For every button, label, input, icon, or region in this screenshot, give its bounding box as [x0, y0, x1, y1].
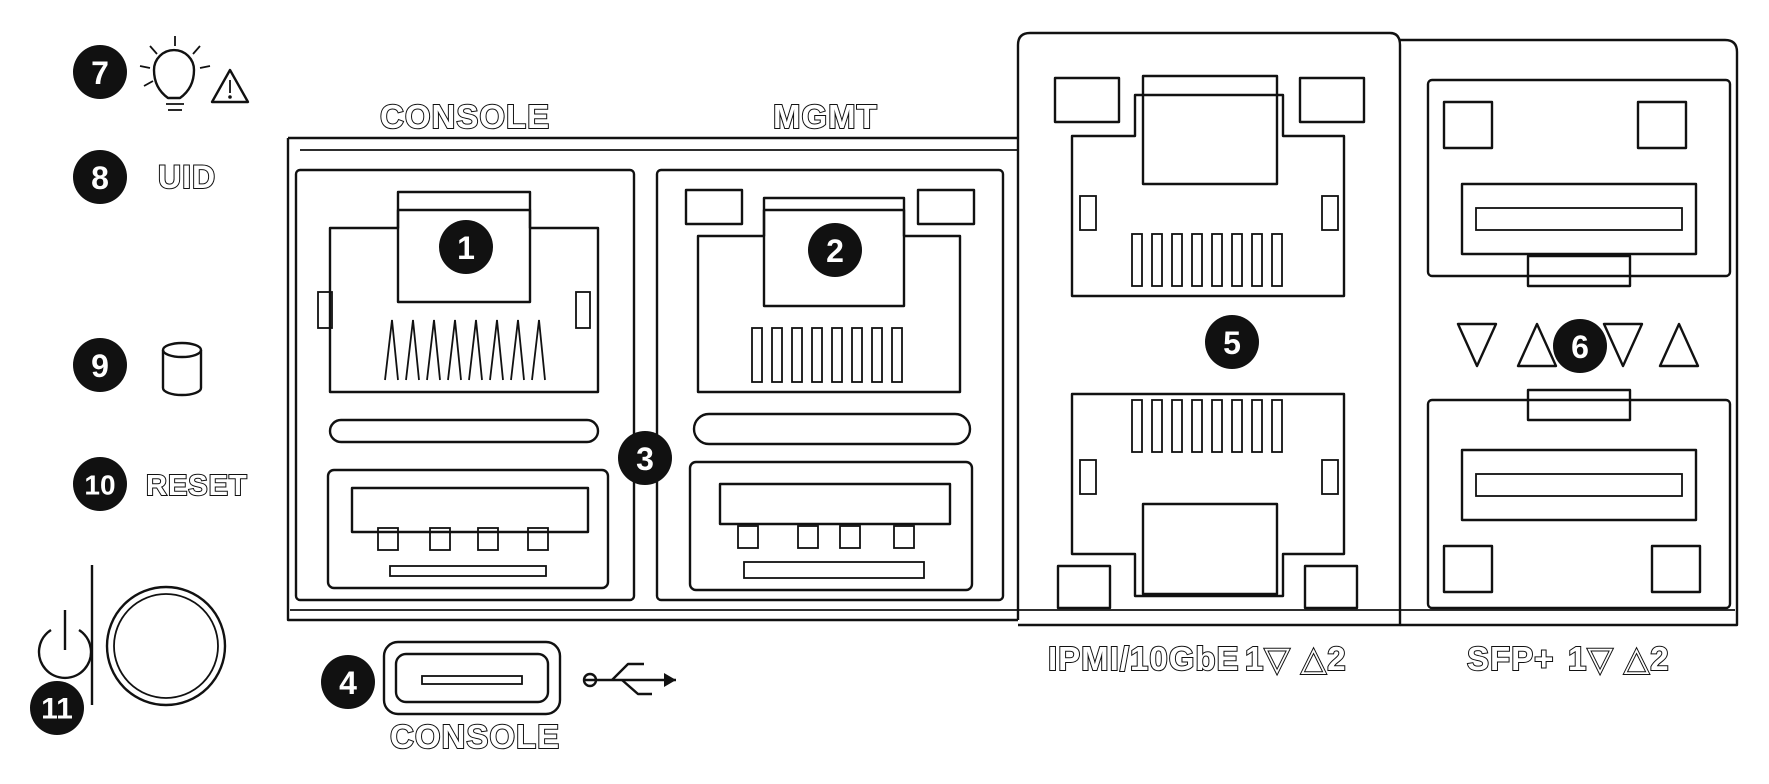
ipmi-label: IPMI/10GbE [1048, 640, 1240, 677]
ipmi-ports-label: 1▽ △2 [1245, 640, 1347, 677]
led-bulb-icon [139, 36, 211, 111]
sfp-link-triangles [1456, 322, 1700, 368]
power-button[interactable] [105, 585, 227, 707]
callout-9: 9 [73, 338, 127, 392]
sfp-port-1[interactable] [1426, 78, 1732, 288]
callout-1: 1 [439, 220, 493, 274]
power-symbol-icon [37, 610, 93, 680]
reset-label: RESET [146, 470, 248, 502]
callout-3: 3 [618, 431, 672, 485]
sfp-ports-label: 1▽ △2 [1568, 640, 1670, 677]
console-rj45-port[interactable] [294, 168, 636, 602]
callout-8-number: 8 [91, 160, 109, 196]
mgmt-rj45-port[interactable] [655, 168, 1005, 602]
callout-6-number: 6 [1571, 329, 1589, 365]
usb-a-port-right[interactable] [688, 460, 974, 592]
callout-2-number: 2 [826, 233, 844, 269]
callout-10-number: 10 [84, 470, 115, 501]
callout-3-number: 3 [636, 441, 654, 477]
console-rj45-pins [384, 319, 546, 381]
usb-a-port-left[interactable] [326, 468, 610, 590]
callout-2: 2 [808, 223, 862, 277]
callout-7: 7 [73, 45, 127, 99]
hdd-cylinder-icon [161, 341, 203, 397]
console-top-label: CONSOLE [380, 98, 550, 135]
console-bottom-label: CONSOLE [390, 718, 560, 755]
callout-11: 11 [30, 681, 84, 735]
callout-11-number: 11 [41, 693, 73, 726]
mgmt-rj45-pins [751, 327, 903, 383]
callout-4-number: 4 [339, 665, 357, 701]
sfp-port-2[interactable] [1426, 388, 1732, 610]
usb-c-console-port[interactable] [382, 640, 562, 716]
usb-trident-icon [582, 662, 676, 696]
callout-5-number: 5 [1223, 325, 1241, 361]
ipmi-port-2-pins [1131, 399, 1283, 453]
callout-4: 4 [321, 655, 375, 709]
callout-1-number: 1 [457, 230, 475, 266]
warning-triangle-icon [210, 68, 250, 104]
callout-10: 10 [73, 457, 127, 511]
callout-5: 5 [1205, 315, 1259, 369]
ipmi-10gbe-port-2[interactable] [1056, 392, 1359, 610]
callout-8: 8 [73, 150, 127, 204]
callout-6: 6 [1553, 319, 1607, 373]
ipmi-port-1-pins [1131, 233, 1283, 287]
sfp-label: SFP+ [1467, 640, 1554, 677]
callout-9-number: 9 [91, 348, 109, 384]
chassis-outline [286, 31, 1739, 627]
uid-label: UID [158, 159, 216, 195]
ipmi-10gbe-port-1[interactable] [1053, 74, 1366, 298]
mgmt-label: MGMT [773, 98, 878, 135]
callout-7-number: 7 [91, 55, 109, 91]
